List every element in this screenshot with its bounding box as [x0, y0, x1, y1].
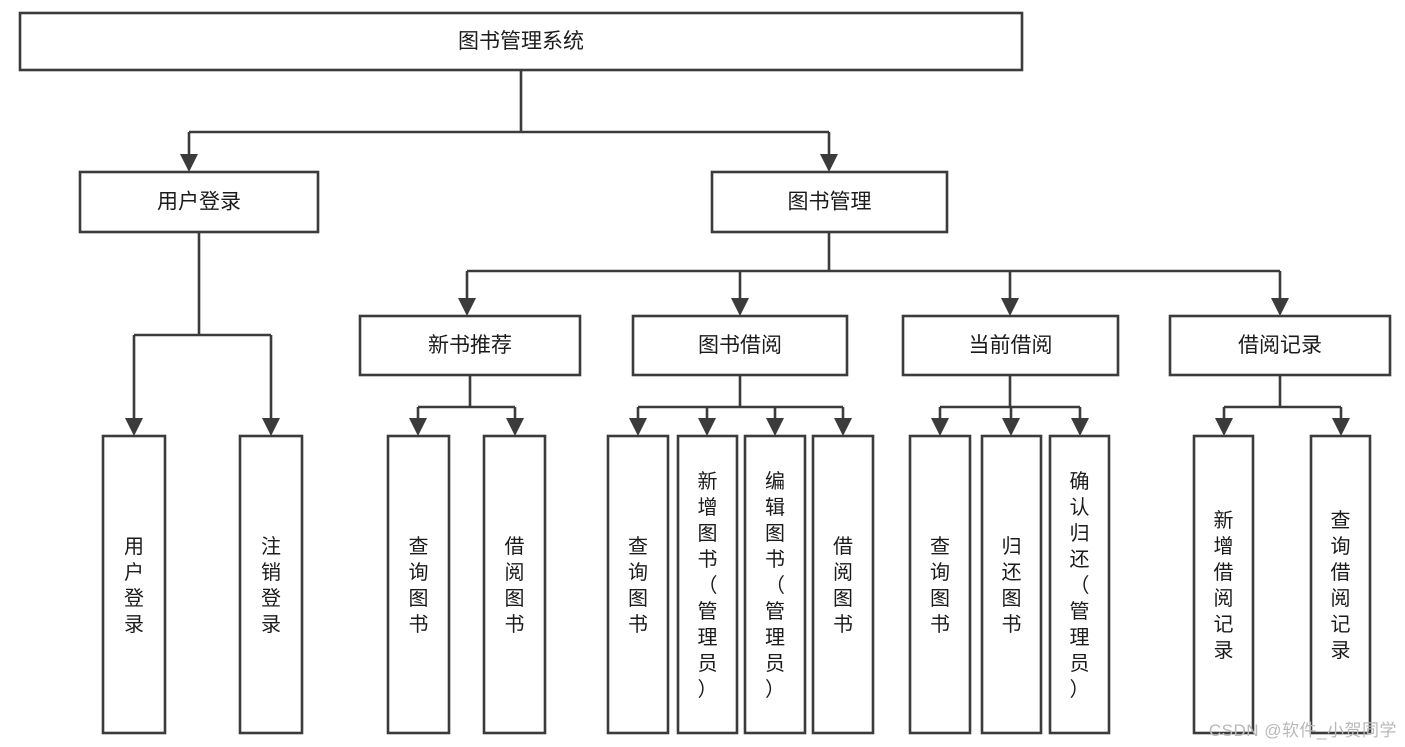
node-label-borrow-records: 借阅记录: [1238, 334, 1322, 357]
node-label-leaf-query-book-new: 查询图书: [409, 535, 429, 636]
node-leaf-query-book-current[interactable]: 查询图书: [908, 434, 972, 735]
node-box-user-login[interactable]: [78, 170, 320, 234]
node-label-leaf-query-borrow-record: 查询借阅记录: [1331, 509, 1351, 662]
node-leaf-confirm-return-admin[interactable]: 确认归还（管理员）: [1048, 434, 1111, 735]
node-leaf-borrow-book[interactable]: 借阅图书: [811, 434, 875, 735]
node-label-current-borrow: 当前借阅: [969, 334, 1053, 357]
node-borrow-records[interactable]: 借阅记录: [1168, 314, 1392, 377]
connector-group-book-manage-to-level3: [458, 232, 1289, 316]
arrow-head-icon: [409, 418, 427, 436]
node-leaf-return-book[interactable]: 归还图书: [980, 434, 1043, 735]
node-leaf-edit-book-admin[interactable]: 编辑图书（管理员）: [743, 434, 807, 735]
node-box-leaf-borrow-book-new[interactable]: [482, 434, 547, 735]
node-label-new-book-recommend: 新书推荐: [428, 334, 512, 357]
node-label-leaf-query-book-current: 查询图书: [930, 535, 950, 636]
arrow-head-icon: [698, 418, 716, 436]
node-leaf-logout[interactable]: 注销登录: [238, 434, 304, 735]
node-box-leaf-edit-book-admin[interactable]: [743, 434, 807, 735]
node-book-manage[interactable]: 图书管理: [710, 170, 949, 234]
node-box-root[interactable]: [18, 11, 1024, 72]
node-box-current-borrow[interactable]: [901, 314, 1120, 377]
arrow-head-icon: [506, 418, 524, 436]
node-leaf-borrow-book-new[interactable]: 借阅图书: [482, 434, 547, 735]
node-label-leaf-return-book: 归还图书: [1002, 535, 1022, 636]
connector-group-new-book-to-leaves: [409, 375, 524, 436]
node-leaf-query-borrow-record[interactable]: 查询借阅记录: [1309, 434, 1372, 735]
node-label-book-borrow: 图书借阅: [698, 334, 782, 357]
node-label-leaf-user-login: 用户登录: [124, 536, 144, 636]
node-label-leaf-confirm-return-admin: 确认归还（管理员）: [1070, 470, 1090, 701]
node-box-borrow-records[interactable]: [1168, 314, 1392, 377]
connectors-layer: [125, 70, 1350, 436]
arrow-head-icon: [1071, 418, 1089, 436]
node-box-new-book-recommend[interactable]: [358, 314, 582, 377]
connector-group-current-borrow-to-leaves: [931, 375, 1089, 436]
arrow-head-icon: [262, 418, 280, 436]
node-box-leaf-user-login[interactable]: [101, 434, 167, 735]
node-box-leaf-query-book-new[interactable]: [386, 434, 451, 735]
node-label-book-manage: 图书管理: [788, 191, 872, 214]
node-leaf-add-book-admin[interactable]: 新增图书（管理员）: [676, 434, 739, 735]
node-box-leaf-query-book-current[interactable]: [908, 434, 972, 735]
node-leaf-add-borrow-record[interactable]: 新增借阅记录: [1192, 434, 1255, 735]
connector-group-user-login-to-leaves: [125, 232, 280, 436]
arrow-head-icon: [731, 298, 749, 316]
arrow-head-icon: [125, 418, 143, 436]
arrow-head-icon: [766, 418, 784, 436]
node-leaf-query-book-new[interactable]: 查询图书: [386, 434, 451, 735]
arrow-head-icon: [1001, 298, 1019, 316]
node-book-borrow[interactable]: 图书借阅: [631, 314, 849, 377]
arrow-head-icon: [834, 418, 852, 436]
node-label-leaf-logout: 注销登录: [261, 535, 281, 636]
node-root[interactable]: 图书管理系统: [18, 11, 1024, 72]
connector-group-book-borrow-to-leaves: [629, 375, 852, 436]
arrow-head-icon: [1215, 418, 1233, 436]
arrow-head-icon: [629, 418, 647, 436]
arrow-head-icon: [180, 154, 198, 172]
connector-group-root-to-level2: [180, 70, 838, 172]
node-label-leaf-edit-book-admin: 编辑图书（管理员）: [765, 470, 785, 701]
node-leaf-user-login[interactable]: 用户登录: [101, 434, 167, 735]
node-label-leaf-borrow-book: 借阅图书: [833, 535, 853, 636]
node-label-leaf-borrow-book-new: 借阅图书: [505, 535, 525, 636]
node-label-leaf-add-book-admin: 新增图书（管理员）: [698, 470, 718, 701]
node-box-leaf-query-borrow-record[interactable]: [1309, 434, 1372, 735]
node-box-leaf-logout[interactable]: [238, 434, 304, 735]
node-leaf-query-book-borrow[interactable]: 查询图书: [606, 434, 670, 735]
arrow-head-icon: [1002, 418, 1020, 436]
node-box-leaf-return-book[interactable]: [980, 434, 1043, 735]
node-label-leaf-query-book-borrow: 查询图书: [628, 535, 648, 636]
node-user-login[interactable]: 用户登录: [78, 170, 320, 234]
node-new-book-recommend[interactable]: 新书推荐: [358, 314, 582, 377]
arrow-head-icon: [931, 418, 949, 436]
node-box-leaf-query-book-borrow[interactable]: [606, 434, 670, 735]
arrow-head-icon: [1271, 298, 1289, 316]
node-box-leaf-confirm-return-admin[interactable]: [1048, 434, 1111, 735]
arrow-head-icon: [458, 298, 476, 316]
node-label-root: 图书管理系统: [458, 30, 584, 53]
node-label-user-login: 用户登录: [157, 191, 241, 214]
node-box-book-manage[interactable]: [710, 170, 949, 234]
node-box-leaf-add-borrow-record[interactable]: [1192, 434, 1255, 735]
node-label-leaf-add-borrow-record: 新增借阅记录: [1214, 509, 1234, 662]
node-box-leaf-add-book-admin[interactable]: [676, 434, 739, 735]
node-box-book-borrow[interactable]: [631, 314, 849, 377]
connector-group-borrow-records-to-leaves: [1215, 375, 1350, 436]
node-current-borrow[interactable]: 当前借阅: [901, 314, 1120, 377]
nodes-layer: 图书管理系统用户登录图书管理新书推荐图书借阅当前借阅借阅记录用户登录注销登录查询…: [18, 11, 1392, 735]
arrow-head-icon: [820, 154, 838, 172]
arrow-head-icon: [1332, 418, 1350, 436]
node-box-leaf-borrow-book[interactable]: [811, 434, 875, 735]
